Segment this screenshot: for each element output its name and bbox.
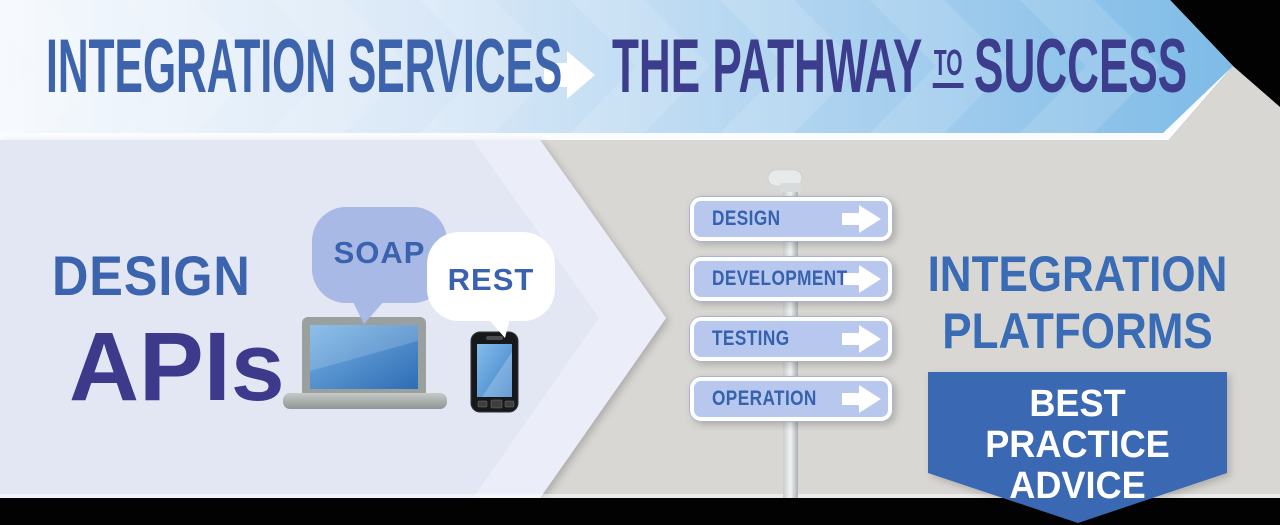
sign-label-testing: TESTING xyxy=(712,327,790,350)
ribbon-shape xyxy=(928,372,1227,523)
sign-plate-testing xyxy=(689,316,893,362)
header-banner-shape xyxy=(0,0,1233,133)
sign-arrow-icon xyxy=(842,325,881,353)
sign-plate-operation xyxy=(689,376,893,422)
ribbon-line2: ADVICE xyxy=(1009,465,1146,507)
header-right-title: THE PATHWAY TO SUCCESS xyxy=(612,0,1280,133)
platforms-title: PLATFORMS xyxy=(942,303,1213,359)
rest-bubble-shape xyxy=(427,232,555,338)
left-panel-chevron-highlight xyxy=(473,140,666,498)
integration-title: INTEGRATION xyxy=(927,246,1228,302)
ribbon-line1: BEST PRACTICE xyxy=(985,383,1170,466)
left-panel-heading: DESIGN APIs xyxy=(52,244,285,421)
soap-bubble-shape xyxy=(312,207,447,324)
sign-arrow-icon xyxy=(842,265,881,293)
sign-label-development: DEVELOPMENT xyxy=(712,267,848,290)
best-practice-ribbon-text: BEST PRACTICE ADVICE xyxy=(935,372,1219,507)
design-title: DESIGN xyxy=(52,244,251,307)
right-panel-heading: INTEGRATION PLATFORMS xyxy=(926,246,1230,360)
soap-bubble-label: SOAP xyxy=(333,235,426,270)
header-left-title: INTEGRATION SERVICES xyxy=(46,0,968,133)
banner-chevron-pattern xyxy=(0,0,1160,133)
header-right-part1: THE PATHWAY xyxy=(612,23,923,109)
apis-title: APIs xyxy=(69,312,285,421)
header-arrow-icon xyxy=(544,51,595,99)
sign-label-design: DESIGN xyxy=(712,207,781,230)
header-left-title-text: INTEGRATION SERVICES xyxy=(46,24,563,109)
rest-bubble-label: REST xyxy=(447,261,535,297)
sign-arrow-icon xyxy=(842,205,881,233)
sign-plate-development xyxy=(689,256,893,302)
phone-illustration xyxy=(470,331,519,413)
sign-plate-design xyxy=(689,196,893,242)
sign-label-operation: OPERATION xyxy=(712,387,817,410)
panel-bottom-edge xyxy=(0,494,1280,498)
sign-arrow-icon xyxy=(842,385,881,413)
header-right-part2: SUCCESS xyxy=(974,23,1188,109)
laptop-illustration xyxy=(283,317,447,409)
header-right-small-word: TO xyxy=(932,44,964,88)
